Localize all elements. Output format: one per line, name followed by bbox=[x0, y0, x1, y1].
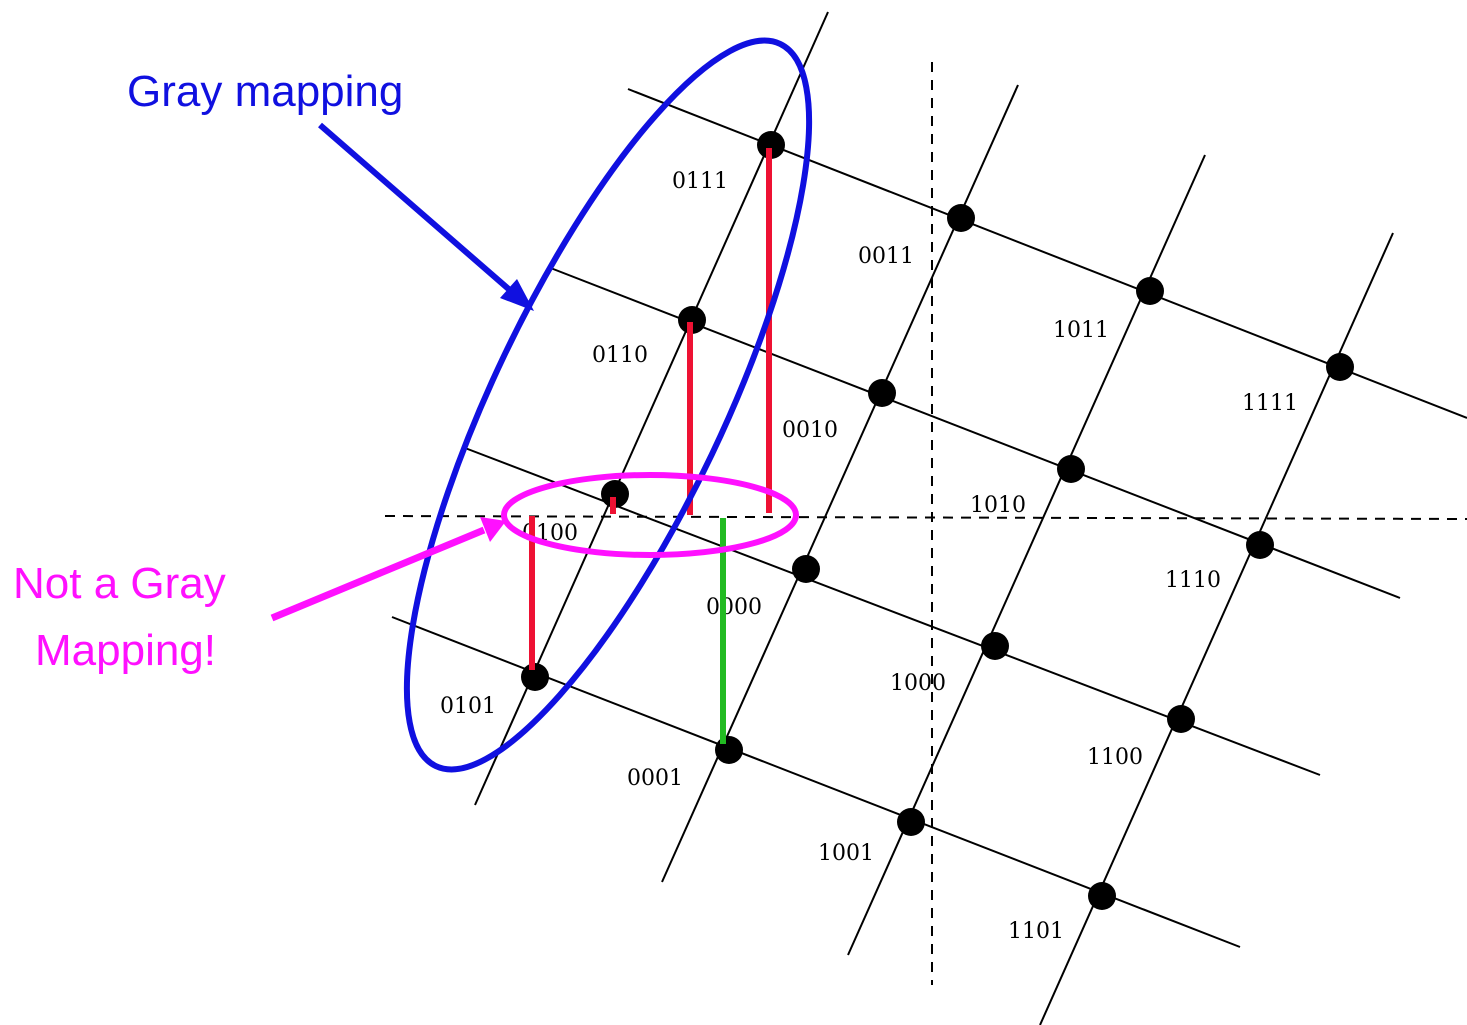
point-1110 bbox=[1246, 531, 1274, 559]
point-0010 bbox=[868, 379, 896, 407]
point-0000 bbox=[792, 555, 820, 583]
label-1011: 1011 bbox=[1053, 318, 1109, 343]
gray-mapping-ellipse bbox=[403, 37, 813, 773]
point-1100 bbox=[1167, 705, 1195, 733]
point-1111 bbox=[1326, 353, 1354, 381]
label-1110: 1110 bbox=[1165, 568, 1221, 593]
not-gray-label-line2: Mapping! bbox=[35, 626, 216, 675]
point-1011 bbox=[1136, 277, 1164, 305]
horizontal-axis bbox=[384, 515, 1467, 520]
not-gray-arrow bbox=[270, 517, 506, 622]
gray-mapping-label: Gray mapping bbox=[127, 67, 403, 116]
point-0100 bbox=[601, 480, 629, 508]
label-1010: 1010 bbox=[970, 493, 1026, 518]
label-1100: 1100 bbox=[1087, 745, 1143, 770]
label-0110: 0110 bbox=[592, 343, 648, 368]
label-0010: 0010 bbox=[782, 418, 838, 443]
label-0001: 0001 bbox=[627, 766, 683, 791]
point-0011 bbox=[947, 204, 975, 232]
label-0000: 0000 bbox=[706, 595, 762, 620]
point-0101 bbox=[521, 663, 549, 691]
label-0011: 0011 bbox=[858, 244, 914, 269]
label-0101: 0101 bbox=[440, 694, 496, 719]
point-1000 bbox=[981, 632, 1009, 660]
column-line bbox=[847, 154, 1206, 956]
not-gray-ellipse bbox=[501, 472, 799, 558]
point-0110 bbox=[678, 306, 706, 334]
point-0001 bbox=[715, 736, 743, 764]
point-1010 bbox=[1057, 455, 1085, 483]
point-1101 bbox=[1088, 882, 1116, 910]
not-gray-label-line1: Not a Gray bbox=[13, 559, 226, 608]
label-1001: 1001 bbox=[818, 841, 874, 866]
point-0111 bbox=[757, 131, 785, 159]
label-1101: 1101 bbox=[1008, 919, 1064, 944]
constellation-points bbox=[521, 131, 1354, 910]
gray-mapping-arrow bbox=[318, 122, 534, 311]
label-0111: 0111 bbox=[672, 169, 728, 194]
point-1001 bbox=[897, 808, 925, 836]
label-1111: 1111 bbox=[1242, 391, 1298, 416]
label-1000: 1000 bbox=[890, 671, 946, 696]
point-labels: 0111 0011 1011 1111 0110 0010 1010 1110 … bbox=[440, 169, 1298, 944]
